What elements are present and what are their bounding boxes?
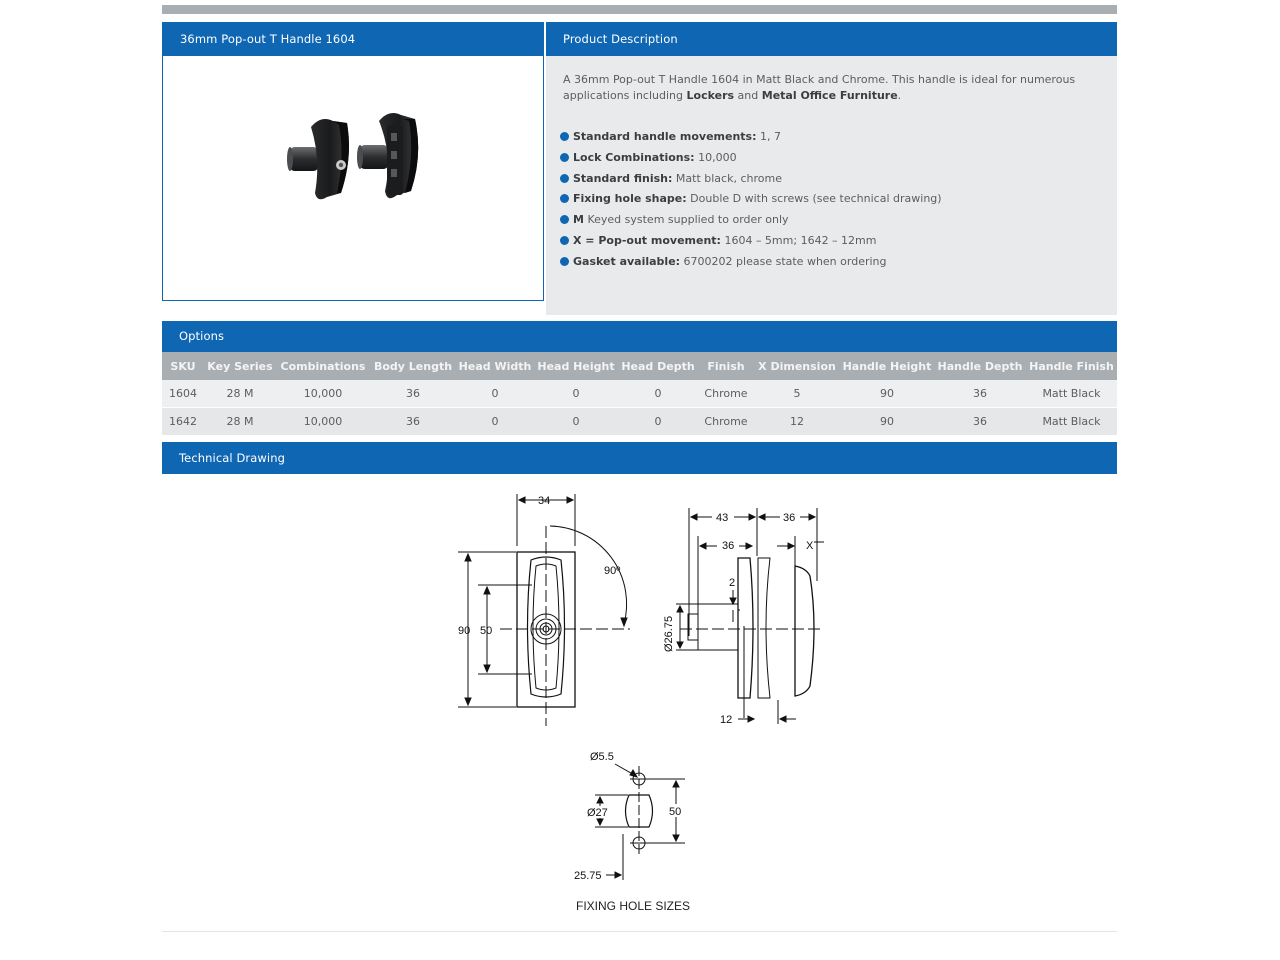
table-cell: 28 M [204,380,276,408]
feature-item: Fixing hole shape: Double D with screws … [560,191,942,212]
table-cell: 0 [534,380,618,408]
table-cell: 1642 [162,407,204,436]
table-cell: 36 [370,407,456,436]
product-image-panel: 36mm Pop-out T Handle 1604 [162,22,544,301]
fixing-holes-view: Ø5.5 50 Ø27 25.75 FIXING HOLE SIZES [574,751,690,913]
dim-side-36a: 36 [783,512,795,524]
options-title-bar: Options [162,321,1117,352]
technical-drawing-title: Technical Drawing [179,451,285,465]
bullet-icon [560,173,569,183]
footer-divider [162,931,1117,932]
table-cell: 1604 [162,380,204,408]
dim-front-width: 34 [538,495,550,507]
feature-item: Gasket available: 6700202 please state w… [560,254,942,275]
table-cell: 0 [618,407,698,436]
dim-angle: 90º [604,565,620,577]
table-cell: Chrome [698,380,754,408]
product-photo [287,113,419,200]
column-header: Combinations [276,352,370,380]
feature-item: Standard finish: Matt black, chrome [560,171,942,192]
bullet-icon [560,194,569,204]
table-cell: Chrome [698,407,754,436]
dim-small-hole: Ø5.5 [590,751,614,763]
description-paragraph: A 36mm Pop-out T Handle 1604 in Matt Bla… [563,73,1076,102]
technical-drawing-title-bar: Technical Drawing [162,442,1117,474]
table-header-row: SKU Key Series Combinations Body Length … [162,352,1117,380]
table-cell: 0 [618,380,698,408]
table-cell: 36 [934,407,1026,436]
technical-drawing: 34 90º 90 50 43 36 36 [458,494,824,913]
dim-hole-pitch: 50 [669,806,681,818]
feature-item: X = Pop-out movement: 1604 – 5mm; 1642 –… [560,233,942,254]
column-header: Head Height [534,352,618,380]
bullet-icon [560,235,569,245]
dim-front-height-outer: 90 [458,625,470,637]
feature-list: Standard handle movements: 1, 7 Lock Com… [560,129,942,275]
description-title: Product Description [563,32,678,46]
table-cell: 36 [934,380,1026,408]
column-header: SKU [162,352,204,380]
dim-front-height-inner: 50 [480,625,492,637]
feature-item: M Keyed system supplied to order only [560,212,942,233]
dim-side-2: 2 [729,577,735,589]
dim-hole-width: 25.75 [574,870,602,882]
table-row: 1604 28 M 10,000 36 0 0 0 Chrome 5 90 36… [162,380,1117,408]
side-view: 43 36 36 X Ø26.75 2 12 [663,508,824,726]
front-view: 34 90º 90 50 [458,494,630,726]
column-header: Finish [698,352,754,380]
table-cell: 5 [754,380,840,408]
product-description-panel: Product Description A 36mm Pop-out T Han… [546,22,1117,315]
options-title: Options [179,329,225,343]
column-header: Handle Finish [1026,352,1117,380]
dim-side-12: 12 [720,714,732,726]
description-title-bar: Product Description [546,22,1117,56]
fixing-hole-caption: FIXING HOLE SIZES [576,899,690,913]
column-header: Handle Depth [934,352,1026,380]
table-cell: 0 [456,407,534,436]
table-cell: 36 [370,380,456,408]
column-header: X Dimension [754,352,840,380]
bullet-icon [560,256,569,266]
table-cell: 90 [840,407,934,436]
table-row: 1642 28 M 10,000 36 0 0 0 Chrome 12 90 3… [162,407,1117,436]
feature-item: Lock Combinations: 10,000 [560,150,942,171]
column-header: Body Length [370,352,456,380]
table-cell: 28 M [204,407,276,436]
dim-side-dia: Ø26.75 [663,616,675,652]
column-header: Handle Height [840,352,934,380]
table-cell: 12 [754,407,840,436]
dim-side-36b: 36 [722,540,734,552]
dim-big-hole: Ø27 [587,807,608,819]
table-cell: 10,000 [276,407,370,436]
column-header: Key Series [204,352,276,380]
dim-side-x: X [806,540,814,552]
table-cell: 0 [456,380,534,408]
column-header: Head Depth [618,352,698,380]
table-cell: Matt Black [1026,380,1117,408]
table-cell: 0 [534,407,618,436]
bullet-icon [560,215,569,225]
bullet-icon [560,152,569,162]
table-cell: Matt Black [1026,407,1117,436]
table-cell: 10,000 [276,380,370,408]
top-divider-bar [162,5,1117,14]
table-cell: 90 [840,380,934,408]
product-title-bar: 36mm Pop-out T Handle 1604 [163,23,543,56]
options-table: SKU Key Series Combinations Body Length … [162,352,1117,436]
feature-item: Standard handle movements: 1, 7 [560,129,942,150]
bullet-icon [560,132,569,141]
column-header: Head Width [456,352,534,380]
product-title: 36mm Pop-out T Handle 1604 [180,32,356,46]
dim-side-43: 43 [716,512,728,524]
